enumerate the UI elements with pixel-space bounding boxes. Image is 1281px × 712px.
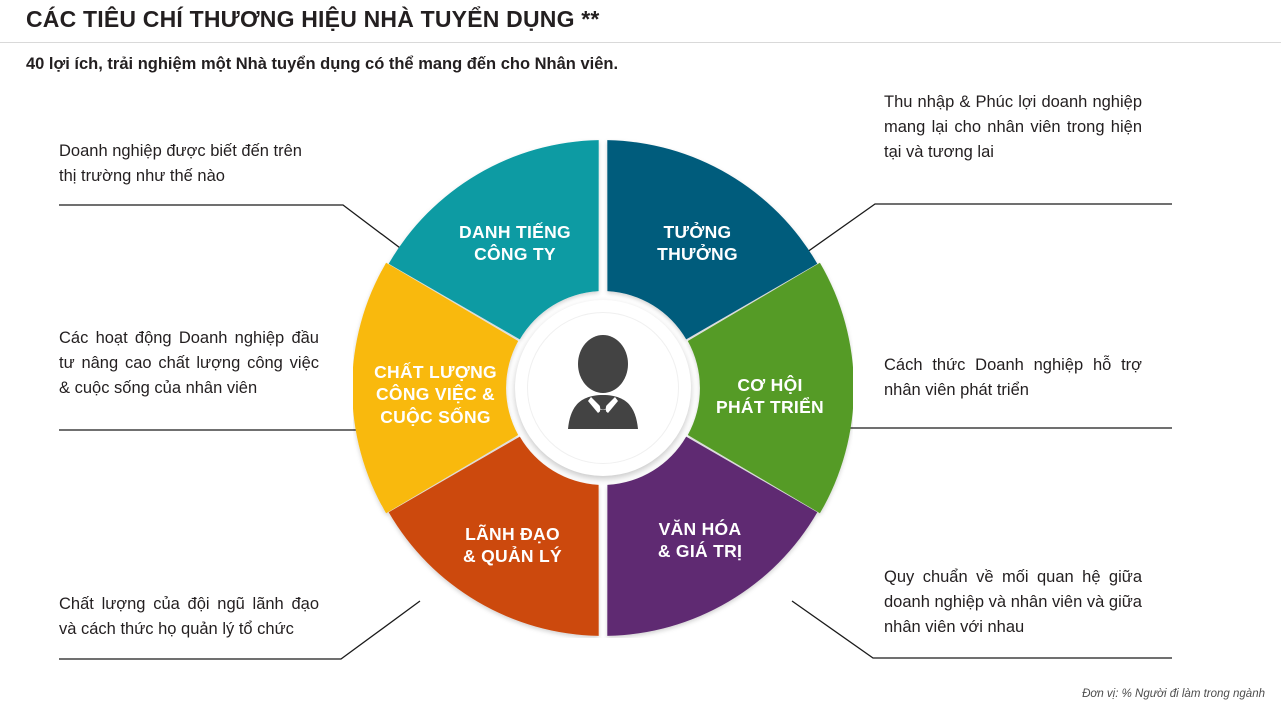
callout-tuong-thuong: Thu nhập & Phúc lợi doanh nghiệp mang lạ… bbox=[884, 93, 1142, 162]
callout-chat-luong-cong-viec-cuoc-song: Các hoạt động Doanh nghiệp đầu tư nâng c… bbox=[59, 329, 319, 398]
callout-van-hoa-gia-tri: Quy chuẩn về mối quan hệ giữa doanh nghi… bbox=[884, 568, 1142, 637]
header-divider bbox=[0, 42, 1281, 43]
pie-segment-tuong-thuong[interactable] bbox=[607, 140, 818, 340]
employer-brand-pie-chart bbox=[353, 138, 853, 638]
page-title: CÁC TIÊU CHÍ THƯƠNG HIỆU NHÀ TUYỂN DỤNG … bbox=[26, 6, 600, 32]
pie-segment-danh-tieng-cong-ty[interactable] bbox=[388, 140, 599, 340]
callout-lanh-dao-quan-ly: Chất lượng của đội ngũ lãnh đạo và cách … bbox=[59, 595, 319, 639]
center-avatar bbox=[515, 300, 691, 476]
pie-segment-van-hoa-gia-tri[interactable] bbox=[607, 436, 818, 636]
avatar-inner-circle bbox=[527, 312, 679, 464]
callout-danh-tieng-cong-ty: Doanh nghiệp được biết đến trên thị trườ… bbox=[59, 142, 302, 186]
pie-segment-co-hoi-phat-trien[interactable] bbox=[687, 262, 853, 514]
businessperson-avatar-icon bbox=[568, 335, 638, 429]
page-subtitle: 40 lợi ích, trải nghiệm một Nhà tuyển dụ… bbox=[26, 55, 619, 73]
unit-note: Đơn vị: % Người đi làm trong ngành bbox=[1082, 688, 1265, 700]
callout-co-hoi-phat-trien: Cách thức Doanh nghiệp hỗ trợ nhân viên … bbox=[884, 356, 1142, 400]
pie-segment-lanh-dao-quan-ly[interactable] bbox=[388, 436, 599, 636]
pie-segment-chat-luong-cong-viec-cuoc-song[interactable] bbox=[353, 262, 519, 514]
